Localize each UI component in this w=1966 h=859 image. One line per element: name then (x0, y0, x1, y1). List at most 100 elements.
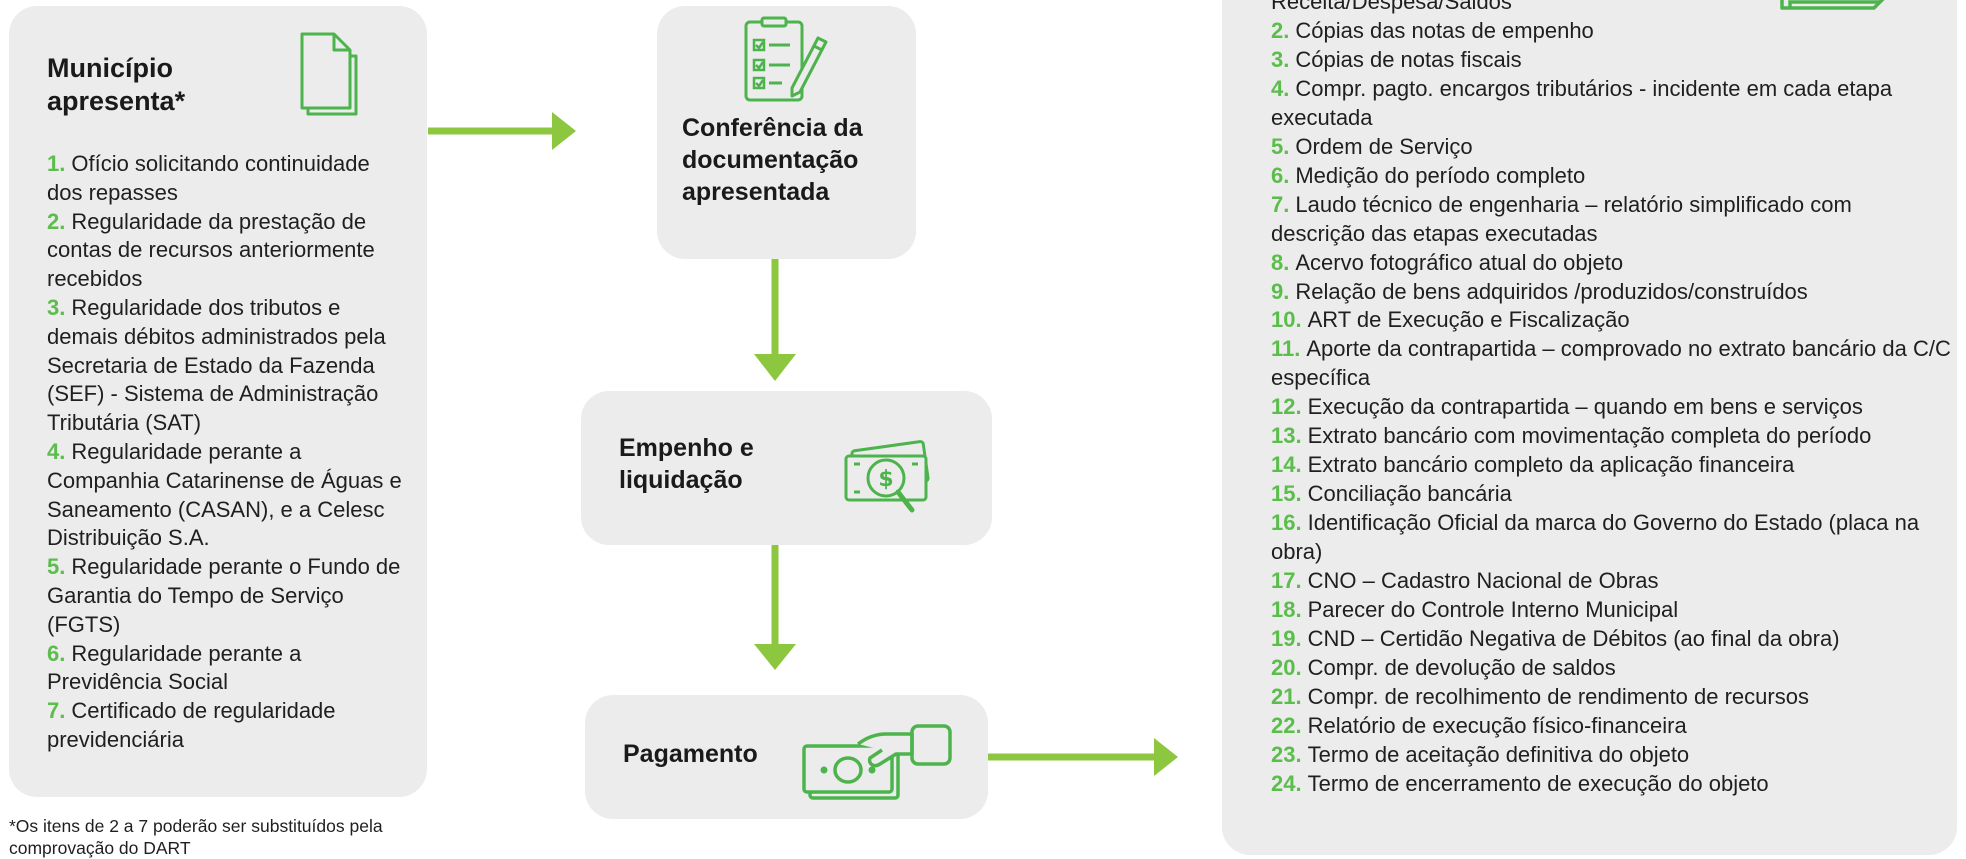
list-item: 18.Parecer do Controle Interno Municipal (1271, 596, 1951, 625)
item-text: Regularidade dos tributos e demais débit… (47, 294, 386, 436)
list-item: 16.Identificação Oficial da marca do Gov… (1271, 509, 1951, 567)
item-text: Execução da contrapartida – quando em be… (1307, 394, 1863, 420)
item-number: 20. (1271, 654, 1302, 680)
item-text: Regularidade da prestação de contas de r… (47, 208, 375, 292)
hand-money-icon (802, 724, 952, 800)
item-number: 5. (47, 554, 66, 580)
municipio-box (9, 6, 427, 797)
pagamento-box (585, 695, 988, 819)
list-item: 22.Relatório de execução físico-financei… (1271, 712, 1951, 741)
item-text: Parecer do Controle Interno Municipal (1307, 597, 1679, 623)
document-icon (300, 32, 358, 116)
municipio-list: 1.Ofício solicitando continuidade dos re… (47, 150, 402, 755)
item-number: 16. (1271, 510, 1302, 536)
item-text: Regularidade perante o Fundo de Garantia… (47, 554, 401, 637)
list-item: 7.Laudo técnico de engenharia – relatóri… (1271, 191, 1951, 249)
item-text: Laudo técnico de engenharia – relatório … (1271, 191, 1852, 246)
item-number: 13. (1271, 423, 1302, 449)
arrow-municipio-to-conferencia (428, 112, 576, 150)
svg-text:$: $ (878, 467, 893, 492)
arrow-empenho-to-pagamento (754, 545, 796, 670)
item-number: 14. (1271, 452, 1302, 478)
item-text: CND – Certidão Negativa de Débitos (ao f… (1307, 625, 1840, 651)
item-number: 8. (1271, 249, 1290, 275)
item-text: Relação de bens adquiridos /produzidos/c… (1295, 278, 1808, 304)
item-number: 3. (1271, 46, 1290, 72)
item-text: Regularidade perante a Previdência Socia… (47, 640, 302, 695)
item-number: 22. (1271, 712, 1302, 738)
list-item: 5.Ordem de Serviço (1271, 133, 1951, 162)
list-item: 4.Regularidade perante a Companhia Catar… (47, 438, 402, 553)
list-item: 3.Regularidade dos tributos e demais déb… (47, 294, 402, 438)
conferencia-box (657, 6, 916, 259)
list-item: 2.Regularidade da prestação de contas de… (47, 208, 402, 294)
list-item: 6.Regularidade perante a Previdência Soc… (47, 640, 402, 698)
list-item: 6.Medição do período completo (1271, 162, 1951, 191)
docs-box (1222, 0, 1957, 855)
item-text: Termo de encerramento de execução do obj… (1307, 770, 1769, 796)
item-number: 7. (1271, 191, 1290, 217)
list-item: 4.Compr. pagto. encargos tributários - i… (1271, 75, 1951, 133)
conferencia-title: Conferência da documentação apresentada (682, 114, 863, 206)
arrow-conferencia-to-empenho (754, 259, 796, 381)
docs-partial-line: Receita/Despesa/Saldos (1271, 0, 1512, 14)
item-text: Compr. de devolução de saldos (1307, 654, 1616, 680)
list-item: 3.Cópias de notas fiscais (1271, 46, 1951, 75)
item-number: 7. (47, 698, 66, 724)
municipio-title: Município apresenta* (47, 53, 186, 116)
item-number: 11. (1271, 336, 1301, 362)
item-number: 2. (47, 208, 66, 234)
item-text: Ordem de Serviço (1295, 133, 1473, 159)
list-item: 19.CND – Certidão Negativa de Débitos (a… (1271, 625, 1951, 654)
footnote: *Os itens de 2 a 7 poderão ser substituí… (9, 816, 383, 858)
item-text: Cópias de notas fiscais (1295, 46, 1522, 72)
list-item: 21.Compr. de recolhimento de rendimento … (1271, 683, 1951, 712)
item-number: 6. (1271, 162, 1290, 188)
item-number: 3. (47, 294, 66, 320)
empenho-title: Empenho e liquidação (619, 434, 754, 494)
item-number: 10. (1271, 307, 1302, 333)
item-text: Ofício solicitando continuidade dos repa… (47, 151, 370, 205)
item-number: 6. (47, 640, 66, 666)
list-item: 14.Extrato bancário completo da aplicaçã… (1271, 451, 1951, 480)
item-text: CNO – Cadastro Nacional de Obras (1307, 568, 1659, 594)
list-item: 17.CNO – Cadastro Nacional de Obras (1271, 567, 1951, 596)
list-item: 20.Compr. de devolução de saldos (1271, 654, 1951, 683)
item-number: 23. (1271, 741, 1302, 767)
item-number: 19. (1271, 625, 1302, 651)
pagamento-title: Pagamento (623, 740, 758, 768)
arrow-pagamento-to-docs (988, 738, 1178, 776)
list-item: 8.Acervo fotográfico atual do objeto (1271, 249, 1951, 278)
item-text: Cópias das notas de empenho (1295, 17, 1594, 43)
item-text: Compr. pagto. encargos tributários - inc… (1271, 75, 1893, 130)
checklist-pen-icon (744, 16, 828, 102)
item-text: ART de Execução e Fiscalização (1307, 307, 1630, 333)
list-item: 9.Relação de bens adquiridos /produzidos… (1271, 278, 1951, 307)
item-text: Compr. de recolhimento de rendimento de … (1307, 683, 1809, 709)
item-number: 5. (1271, 133, 1290, 159)
list-item: 23.Termo de aceitação definitiva do obje… (1271, 741, 1951, 770)
list-item: 24.Termo de encerramento de execução do … (1271, 770, 1951, 799)
docs-list: Receita/Despesa/Saldos 2.Cópias das nota… (1271, 0, 1951, 799)
item-text: Relatório de execução físico-financeira (1307, 712, 1687, 738)
item-number: 21. (1271, 683, 1302, 709)
item-number: 15. (1271, 481, 1302, 507)
list-item: 1.Ofício solicitando continuidade dos re… (47, 150, 402, 208)
item-number: 4. (47, 438, 66, 464)
item-text: Extrato bancário completo da aplicação f… (1307, 452, 1795, 478)
item-text: Medição do período completo (1295, 162, 1586, 188)
item-text: Identificação Oficial da marca do Govern… (1271, 510, 1920, 565)
item-text: Extrato bancário com movimentação comple… (1307, 423, 1872, 449)
item-number: 2. (1271, 17, 1290, 43)
item-number: 9. (1271, 278, 1290, 304)
item-number: 1. (47, 151, 66, 176)
list-item: 10.ART de Execução e Fiscalização (1271, 306, 1951, 335)
money-magnifier-icon: $ (844, 440, 930, 513)
item-number: 18. (1271, 597, 1302, 623)
list-item: 2.Cópias das notas de empenho (1271, 17, 1951, 46)
item-text: Conciliação bancária (1307, 481, 1512, 507)
list-item: 13.Extrato bancário com movimentação com… (1271, 422, 1951, 451)
item-number: 24. (1271, 770, 1302, 796)
list-item: 11.Aporte da contrapartida – comprovado … (1271, 335, 1951, 393)
